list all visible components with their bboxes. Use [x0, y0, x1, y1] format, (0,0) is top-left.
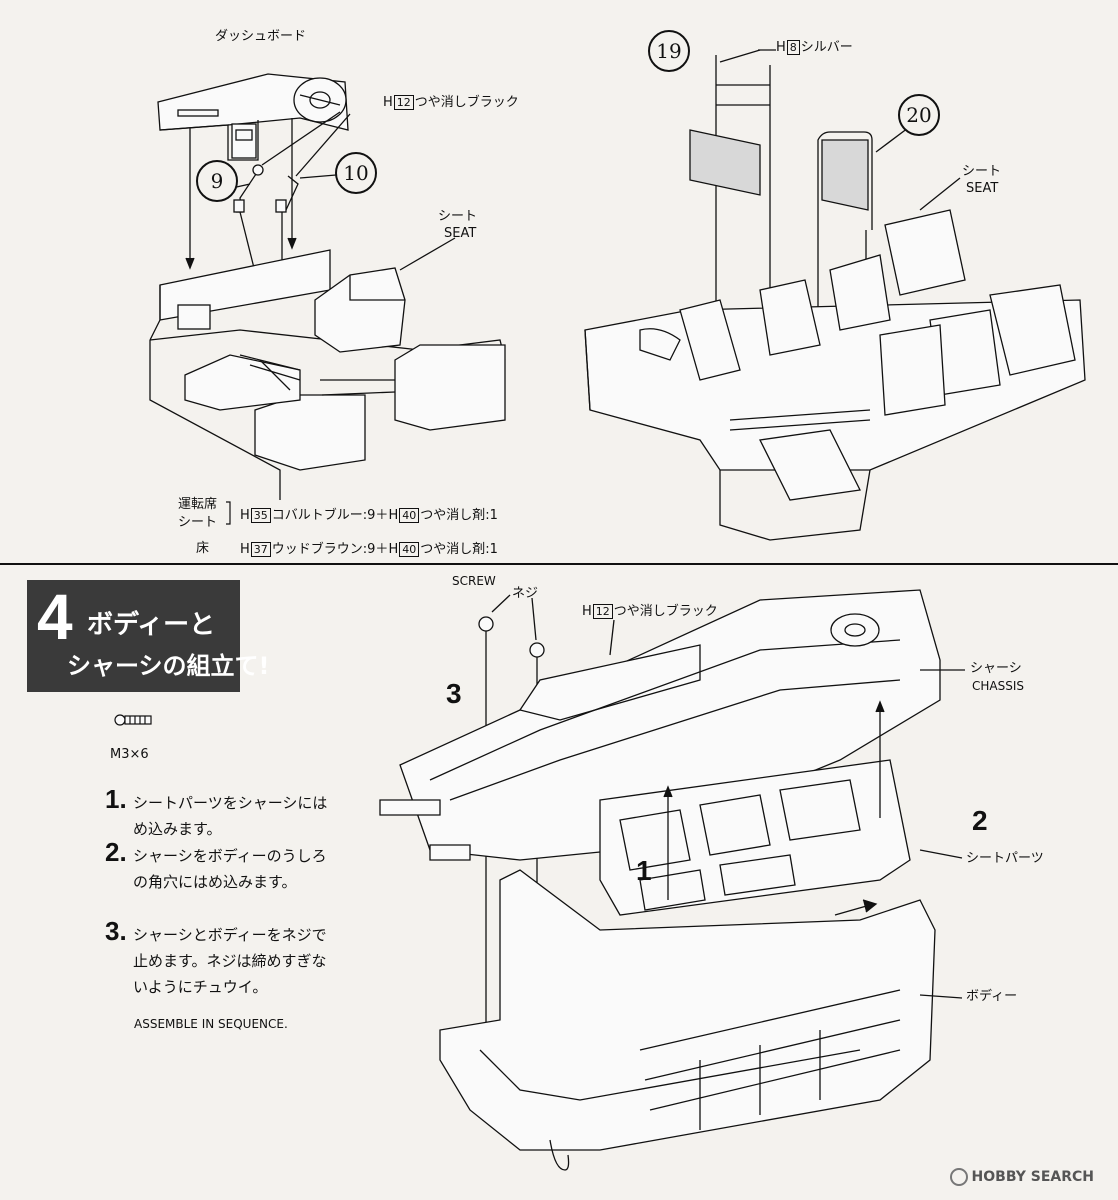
- paint-code: 37: [250, 542, 271, 557]
- step-title-line-1: ボディーと: [87, 610, 216, 640]
- h-prefix: H: [388, 508, 399, 523]
- part-number-10: 10: [335, 152, 377, 194]
- part-number-20-text: 20: [906, 103, 932, 127]
- driver-area-drawing: [149, 249, 506, 500]
- instruction-number: 3.: [105, 916, 127, 946]
- paint-mix: つや消し剤:1: [420, 508, 498, 523]
- paint-code: 40: [399, 508, 420, 523]
- watermark: HOBBY SEARCH: [949, 1168, 1094, 1186]
- dashboard-label: ダッシュボード: [215, 29, 307, 44]
- chassis-label-jp: シャーシ: [970, 661, 1022, 676]
- step-title-line-2: シャーシの組立て!: [67, 652, 270, 680]
- paint-mix: コバルトブルー:9＋: [271, 508, 389, 523]
- instruction-3: 3. シャーシとボディーをネジで止めます。ネジは締めすぎないようにチュウイ。: [105, 916, 335, 1022]
- paint-code: 8: [786, 40, 800, 55]
- screw-spec-icon: [114, 714, 152, 726]
- seat-label-en-right: SEAT: [966, 181, 999, 196]
- instruction-number: 2.: [105, 837, 127, 867]
- color-note-floor-label: 床: [196, 541, 210, 556]
- chassis-drawing: [379, 589, 941, 861]
- paint-prefix: H: [776, 40, 786, 55]
- sequence-3: 3: [446, 678, 462, 709]
- seat-label-jp-right: シート: [962, 164, 1002, 179]
- step-number: 4: [37, 581, 73, 653]
- paint-code: 40: [399, 542, 420, 557]
- instruction-text: シャーシをボディーのうしろの角穴にはめ込みます。: [133, 847, 327, 891]
- seat-parts-drawing: [599, 759, 911, 916]
- part-number-9-text: 9: [210, 169, 224, 193]
- paint-name: つや消しブラック: [414, 95, 519, 110]
- part-number-10-text: 10: [343, 161, 369, 185]
- paint-name: シルバー: [800, 40, 853, 55]
- watermark-text: HOBBY SEARCH: [971, 1169, 1094, 1185]
- color-note-group-a: 運転席: [178, 497, 218, 512]
- paint-name: つや消しブラック: [613, 604, 718, 619]
- screw-label-jp: ネジ: [512, 586, 539, 601]
- lever-10-drawing: [275, 175, 299, 213]
- dashboard-drawing: [157, 73, 349, 161]
- paint-prefix: H: [383, 95, 393, 110]
- part-number-19-text: 19: [656, 39, 682, 63]
- screw-label-en: SCREW: [452, 574, 496, 588]
- instruction-number: 1.: [105, 784, 127, 814]
- hobby-search-logo-icon: [949, 1168, 968, 1186]
- sequence-2: 2: [972, 805, 988, 836]
- part-number-9: 9: [196, 160, 238, 202]
- paint-mix: つや消し剤:1: [420, 542, 498, 557]
- paint-mix: ウッドブラウン:9＋: [271, 542, 389, 557]
- h-prefix: H: [240, 508, 250, 523]
- color-note-group-b: シート: [178, 515, 218, 530]
- step-4-badge: 4 ボディーと シャーシの組立て!: [27, 580, 269, 692]
- instruction-2: 2. シャーシをボディーのうしろの角穴にはめ込みます。: [105, 837, 335, 923]
- h-prefix: H: [388, 542, 399, 557]
- assemble-note: ASSEMBLE IN SEQUENCE.: [134, 1017, 288, 1031]
- paint-code: 12: [393, 95, 414, 110]
- part-number-20: 20: [898, 94, 940, 136]
- h-prefix: H: [240, 542, 250, 557]
- part-number-19: 19: [648, 30, 690, 72]
- seat-parts-label: シートパーツ: [966, 851, 1044, 866]
- instruction-1: 1. シートパーツをシャーシにはめ込みます。: [105, 784, 335, 850]
- section-divider: [0, 563, 1118, 565]
- instruction-text: シートパーツをシャーシにはめ込みます。: [133, 794, 328, 838]
- paint-code: 12: [592, 604, 613, 619]
- lever-9-drawing: [233, 164, 264, 213]
- seat-label-en-left: SEAT: [444, 226, 477, 241]
- bus-interior-drawing: [584, 177, 1086, 541]
- body-drawing: [439, 869, 936, 1171]
- paint-prefix: H: [582, 604, 592, 619]
- body-label: ボディー: [966, 989, 1018, 1004]
- instruction-text: シャーシとボディーをネジで止めます。ネジは締めすぎないようにチュウイ。: [133, 926, 327, 996]
- seat-label-jp-left: シート: [438, 209, 478, 224]
- paint-code: 35: [250, 508, 271, 523]
- screw-spec-label: M3×6: [110, 747, 149, 762]
- chassis-label-en: CHASSIS: [972, 679, 1025, 693]
- sequence-1: 1: [636, 855, 652, 886]
